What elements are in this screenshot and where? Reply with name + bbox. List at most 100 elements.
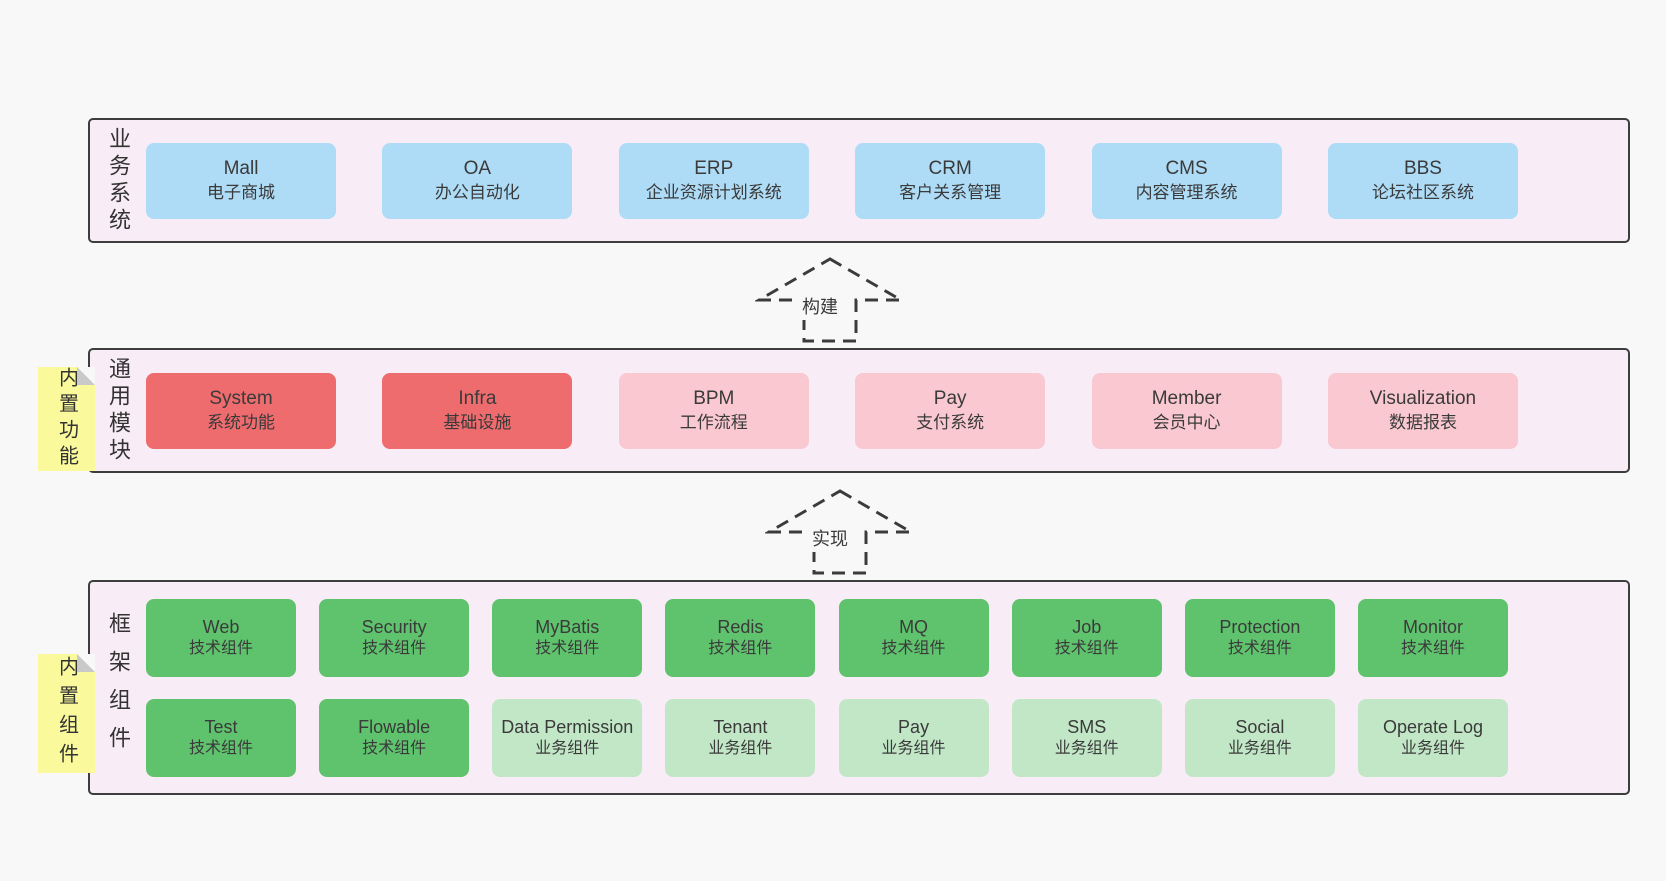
box-subtitle: 业务组件	[1400, 739, 1465, 757]
box-subtitle: 技术组件	[188, 739, 253, 757]
box-title: Security	[361, 617, 427, 638]
box-subtitle: 技术组件	[362, 639, 427, 657]
box-bpm: BPM 工作流程	[618, 372, 809, 449]
box-subtitle: 业务组件	[535, 739, 600, 757]
box-web: Web 技术组件	[146, 598, 296, 677]
box-flowable: Flowable 技术组件	[319, 698, 470, 777]
box-oa: OA 办公自动化	[382, 142, 573, 219]
box-subtitle: 电子商城	[207, 182, 275, 202]
box-social: Social 业务组件	[1184, 698, 1335, 777]
box-mybatis: MyBatis 技术组件	[492, 598, 643, 677]
business-systems-row: Mall 电子商城 OA 办公自动化 ERP 企业资源计划系统 CRM 客户关系…	[146, 120, 1628, 241]
box-security: Security 技术组件	[319, 598, 470, 677]
box-data-permission: Data Permission 业务组件	[492, 698, 643, 777]
box-subtitle: 业务组件	[1054, 739, 1119, 757]
band-title-framework-components: 框架组件	[106, 611, 131, 764]
box-subtitle: 技术组件	[188, 639, 253, 657]
box-title: BPM	[693, 388, 735, 410]
box-title: BBS	[1403, 158, 1442, 180]
box-title: Test	[204, 717, 238, 738]
box-title: Visualization	[1369, 388, 1477, 410]
box-subtitle: 技术组件	[1227, 639, 1292, 657]
band-title-common-modules: 通用模块	[106, 356, 131, 465]
box-title: Infra	[458, 388, 497, 410]
box-title: OA	[463, 158, 492, 180]
folded-corner-icon	[77, 654, 95, 672]
box-subtitle: 工作流程	[679, 412, 748, 432]
box-crm: CRM 客户关系管理	[855, 142, 1046, 219]
box-title: Flowable	[358, 717, 431, 738]
box-title: Tenant	[713, 717, 768, 738]
sticky-label: 内置组件	[55, 655, 78, 772]
box-title: Job	[1072, 617, 1102, 638]
arrow-label-build: 构建	[799, 296, 841, 320]
box-bbs: BBS 论坛社区系统	[1327, 142, 1518, 219]
band-business-systems: 业务系统 Mall 电子商城 OA 办公自动化 ERP 企业资源计划系统 CRM…	[88, 118, 1630, 243]
band-common-modules: 通用模块 System 系统功能 Infra 基础设施 BPM 工作流程 Pay…	[88, 348, 1630, 473]
box-title: Monitor	[1402, 617, 1463, 638]
box-title: Pay	[898, 717, 930, 738]
box-mall: Mall 电子商城	[146, 142, 336, 219]
box-subtitle: 技术组件	[708, 639, 773, 657]
box-subtitle: 论坛社区系统	[1371, 182, 1474, 202]
box-subtitle: 内容管理系统	[1135, 182, 1238, 202]
box-cms: CMS 内容管理系统	[1091, 142, 1282, 219]
box-title: Pay	[933, 388, 967, 410]
framework-row-2: Test 技术组件 Flowable 技术组件 Data Permission …	[146, 698, 1508, 777]
box-title: Web	[202, 617, 240, 638]
box-subtitle: 业务组件	[708, 739, 773, 757]
framework-components-rows: Web 技术组件 Security 技术组件 MyBatis 技术组件 Redi…	[146, 582, 1628, 793]
box-title: Redis	[717, 617, 764, 638]
box-pay-module: Pay 支付系统	[855, 372, 1046, 449]
sticky-label: 内置功能	[55, 367, 78, 471]
up-arrow-icon	[755, 257, 905, 343]
box-job: Job 技术组件	[1011, 598, 1162, 677]
box-title: Social	[1235, 717, 1285, 738]
box-title: MyBatis	[535, 617, 600, 638]
box-subtitle: 技术组件	[881, 639, 946, 657]
band-label-column: 业务系统	[90, 120, 146, 241]
framework-row-1: Web 技术组件 Security 技术组件 MyBatis 技术组件 Redi…	[146, 598, 1508, 677]
box-test: Test 技术组件	[146, 698, 296, 777]
box-title: Data Permission	[501, 717, 634, 738]
box-subtitle: 数据报表	[1388, 412, 1457, 432]
box-erp: ERP 企业资源计划系统	[618, 142, 809, 219]
box-monitor: Monitor 技术组件	[1357, 598, 1508, 677]
box-operate-log: Operate Log 业务组件	[1357, 698, 1508, 777]
box-title: System	[209, 388, 273, 410]
band-title-business-systems: 业务系统	[106, 126, 131, 235]
box-subtitle: 客户关系管理	[899, 182, 1002, 202]
arrow-label-implement: 实现	[809, 528, 851, 552]
up-arrow-icon	[765, 489, 915, 575]
box-subtitle: 技术组件	[535, 639, 600, 657]
box-infra: Infra 基础设施	[382, 372, 573, 449]
box-title: CRM	[928, 158, 972, 180]
box-title: Member	[1151, 388, 1222, 410]
box-subtitle: 系统功能	[207, 412, 275, 432]
box-subtitle: 基础设施	[443, 412, 512, 432]
up-arrow-build: 构建	[755, 256, 905, 344]
box-subtitle: 支付系统	[916, 412, 985, 432]
box-system: System 系统功能	[146, 372, 336, 449]
box-subtitle: 技术组件	[1400, 639, 1465, 657]
band-label-column: 框架组件	[90, 582, 146, 793]
box-title: ERP	[694, 158, 734, 180]
box-title: Operate Log	[1382, 717, 1484, 738]
box-title: Protection	[1219, 617, 1301, 638]
box-subtitle: 业务组件	[1227, 739, 1292, 757]
common-modules-row: System 系统功能 Infra 基础设施 BPM 工作流程 Pay 支付系统…	[146, 350, 1628, 471]
box-subtitle: 业务组件	[881, 739, 946, 757]
sticky-note-builtin-features: 内置功能	[38, 367, 95, 471]
box-member: Member 会员中心	[1091, 372, 1282, 449]
box-visualization: Visualization 数据报表	[1327, 372, 1518, 449]
box-subtitle: 技术组件	[1054, 639, 1119, 657]
box-tenant: Tenant 业务组件	[665, 698, 816, 777]
up-arrow-implement: 实现	[765, 488, 915, 576]
box-sms: SMS 业务组件	[1011, 698, 1162, 777]
box-subtitle: 企业资源计划系统	[645, 182, 782, 202]
band-label-column: 通用模块	[90, 350, 146, 471]
sticky-note-builtin-components: 内置组件	[38, 654, 95, 773]
box-subtitle: 技术组件	[362, 739, 427, 757]
box-subtitle: 办公自动化	[434, 182, 520, 202]
